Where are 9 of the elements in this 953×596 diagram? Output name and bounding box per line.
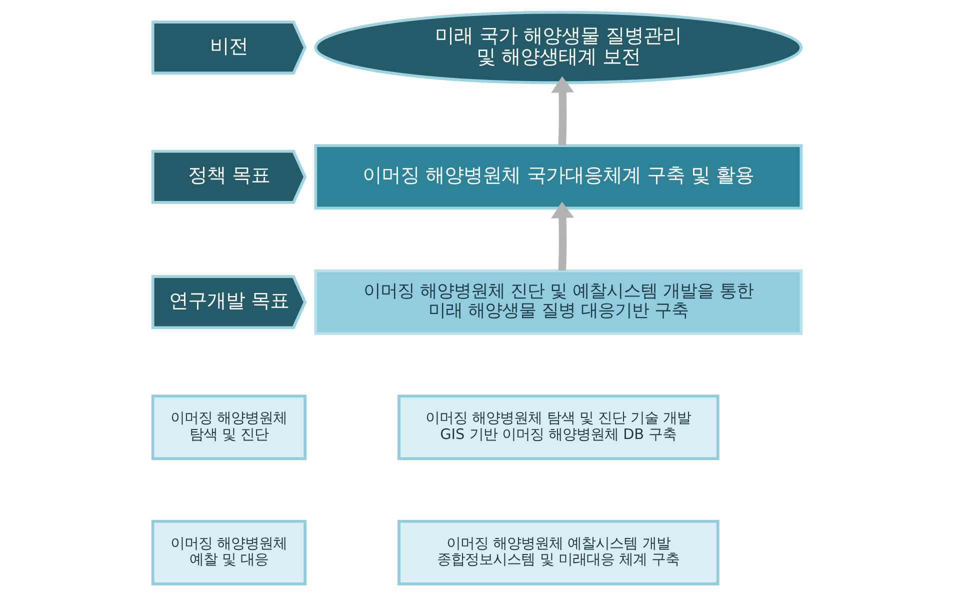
node-box: 이머징 해양병원체 예찰 및 대응 xyxy=(150,520,306,586)
node-ellipse: 미래 국가 해양생물 질병관리 및 해양생태계 보전 xyxy=(314,10,802,84)
node-box: 이머징 해양병원체 탐색 및 진단 xyxy=(150,394,306,460)
arrow xyxy=(550,202,574,271)
node-box: 이머징 해양병원체 진단 및 예찰시스템 개발을 통한 미래 해양생물 질병 대응기반 구축 xyxy=(314,269,802,335)
arrow xyxy=(550,76,574,146)
node-box: 이머징 해양병원체 국가대응체계 구축 및 활용 xyxy=(314,144,802,210)
node-box: 이머징 해양병원체 탐색 및 진단 기술 개발 GIS 기반 이머징 해양병원체 DB 구축 xyxy=(397,394,719,460)
node-box: 이머징 해양병원체 예찰시스템 개발 종합정보시스템 및 미래대응 체계 구축 xyxy=(397,520,719,586)
